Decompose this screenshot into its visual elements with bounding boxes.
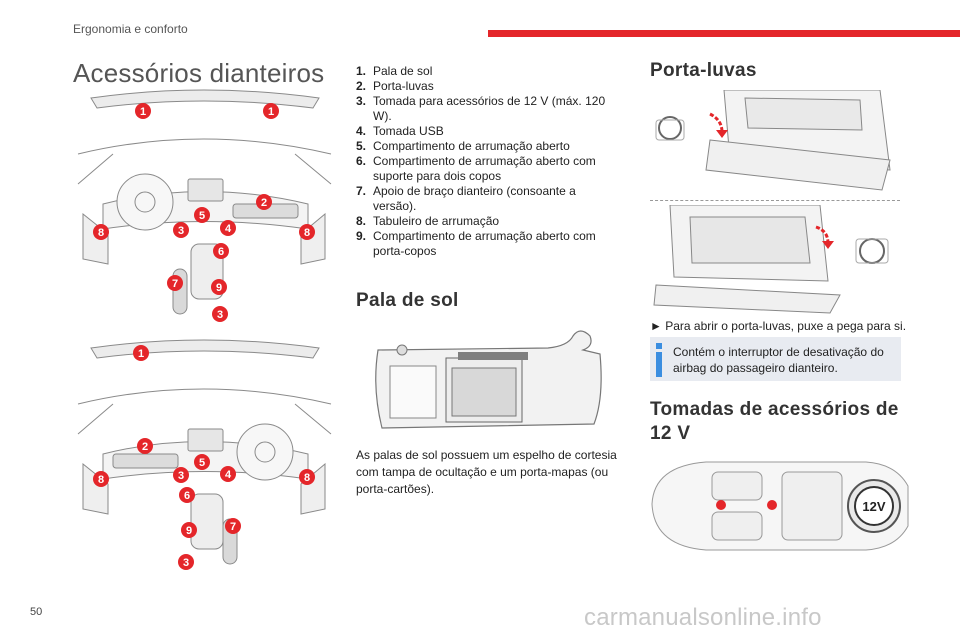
header-accent-bar (488, 30, 960, 37)
glovebox-open-illustration (653, 205, 889, 314)
dashboard-illustration-rhd (73, 334, 335, 574)
callout-marker: 7 (225, 518, 241, 534)
section-header: Ergonomia e conforto (73, 22, 188, 36)
callout-marker: 2 (137, 438, 153, 454)
svg-text:8: 8 (98, 227, 104, 239)
callout-marker: 3 (212, 306, 228, 322)
callout-marker: 5 (194, 207, 210, 223)
svg-text:5: 5 (199, 210, 205, 222)
divider-dashed (650, 200, 900, 201)
svg-text:7: 7 (230, 521, 236, 533)
accessories-list: 1.Pala de sol 2.Porta-luvas 3.Tomada par… (356, 64, 618, 259)
list-item: 8.Tabuleiro de arrumação (356, 214, 500, 228)
callout-marker: 8 (299, 224, 315, 240)
callout-marker: 2 (256, 194, 272, 210)
glovebox-title: Porta-luvas (650, 60, 757, 81)
info-icon (656, 343, 662, 377)
callout-marker: 1 (263, 103, 279, 119)
callout-marker: 4 (220, 466, 236, 482)
callouts-rhd: 1 2 5 3 4 8 8 6 9 7 3 (93, 345, 315, 570)
front-accessories-title: Acessórios dianteiros (73, 58, 325, 88)
callouts-lhd: 1 1 2 5 3 4 8 8 6 7 9 3 (93, 103, 315, 322)
svg-text:1: 1 (268, 106, 274, 118)
socket-12v-icon: 12V (847, 479, 901, 533)
list-item: 6.Compartimento de arrumação aberto com … (356, 154, 596, 183)
callout-marker: 5 (194, 454, 210, 470)
svg-text:9: 9 (216, 282, 222, 294)
callout-marker: 1 (133, 345, 149, 361)
callout-marker: 1 (135, 103, 151, 119)
svg-text:4: 4 (225, 469, 232, 481)
callout-marker: 8 (93, 471, 109, 487)
callout-marker: 6 (213, 243, 229, 259)
glovebox-closed-illustration (655, 90, 891, 191)
callout-marker: 3 (173, 467, 189, 483)
sun-visor-illustration (375, 330, 602, 429)
socket-marker (767, 500, 777, 510)
page-number: 50 (30, 606, 43, 618)
sun-visor-text: As palas de sol possuem um espelho de co… (356, 448, 617, 496)
svg-text:5: 5 (199, 457, 205, 469)
svg-text:6: 6 (184, 490, 190, 502)
callout-marker: 3 (173, 222, 189, 238)
callout-marker: 8 (299, 469, 315, 485)
svg-text:3: 3 (183, 557, 189, 569)
svg-text:3: 3 (178, 470, 184, 482)
list-item: 1.Pala de sol (356, 64, 433, 78)
socket-marker (716, 500, 726, 510)
svg-text:9: 9 (186, 525, 192, 537)
callout-marker: 7 (167, 275, 183, 291)
svg-text:4: 4 (225, 223, 232, 235)
svg-text:6: 6 (218, 246, 224, 258)
list-item: 5.Compartimento de arrumação aberto (356, 139, 570, 153)
sun-visor-title: Pala de sol (356, 290, 459, 311)
sockets-title: Tomadas de acessórios de 12 V (650, 399, 899, 444)
info-note: Contém o interruptor de desativação do a… (650, 337, 901, 381)
callout-marker: 6 (179, 487, 195, 503)
svg-text:8: 8 (304, 472, 310, 484)
list-item: 3.Tomada para acessórios de 12 V (máx. 1… (356, 94, 606, 123)
svg-text:2: 2 (142, 441, 148, 453)
svg-text:1: 1 (138, 348, 144, 360)
list-item: 4.Tomada USB (356, 124, 444, 138)
callout-marker: 4 (220, 220, 236, 236)
svg-text:8: 8 (98, 474, 104, 486)
car-top-view-illustration: 12V (651, 461, 909, 551)
callout-marker: 9 (181, 522, 197, 538)
glovebox-instruction: ► Para abrir o porta-luvas, puxe a pega … (650, 319, 907, 333)
list-item: 9.Compartimento de arrumação aberto com … (356, 229, 596, 258)
callout-marker: 8 (93, 224, 109, 240)
callout-marker: 9 (211, 279, 227, 295)
svg-text:8: 8 (304, 227, 310, 239)
svg-text:3: 3 (178, 225, 184, 237)
svg-text:3: 3 (217, 309, 223, 321)
svg-text:7: 7 (172, 278, 178, 290)
svg-text:12V: 12V (862, 499, 885, 514)
arrow-right-icon: ► (650, 319, 662, 333)
list-item: 2.Porta-luvas (356, 79, 434, 93)
info-note-text: Contém o interruptor de desativação do a… (673, 345, 884, 375)
callout-marker: 3 (178, 554, 194, 570)
watermark: carmanualsonline.info (584, 604, 822, 631)
svg-text:2: 2 (261, 197, 267, 209)
list-item: 7.Apoio de braço dianteiro (consoante a … (356, 184, 576, 213)
svg-text:1: 1 (140, 106, 146, 118)
